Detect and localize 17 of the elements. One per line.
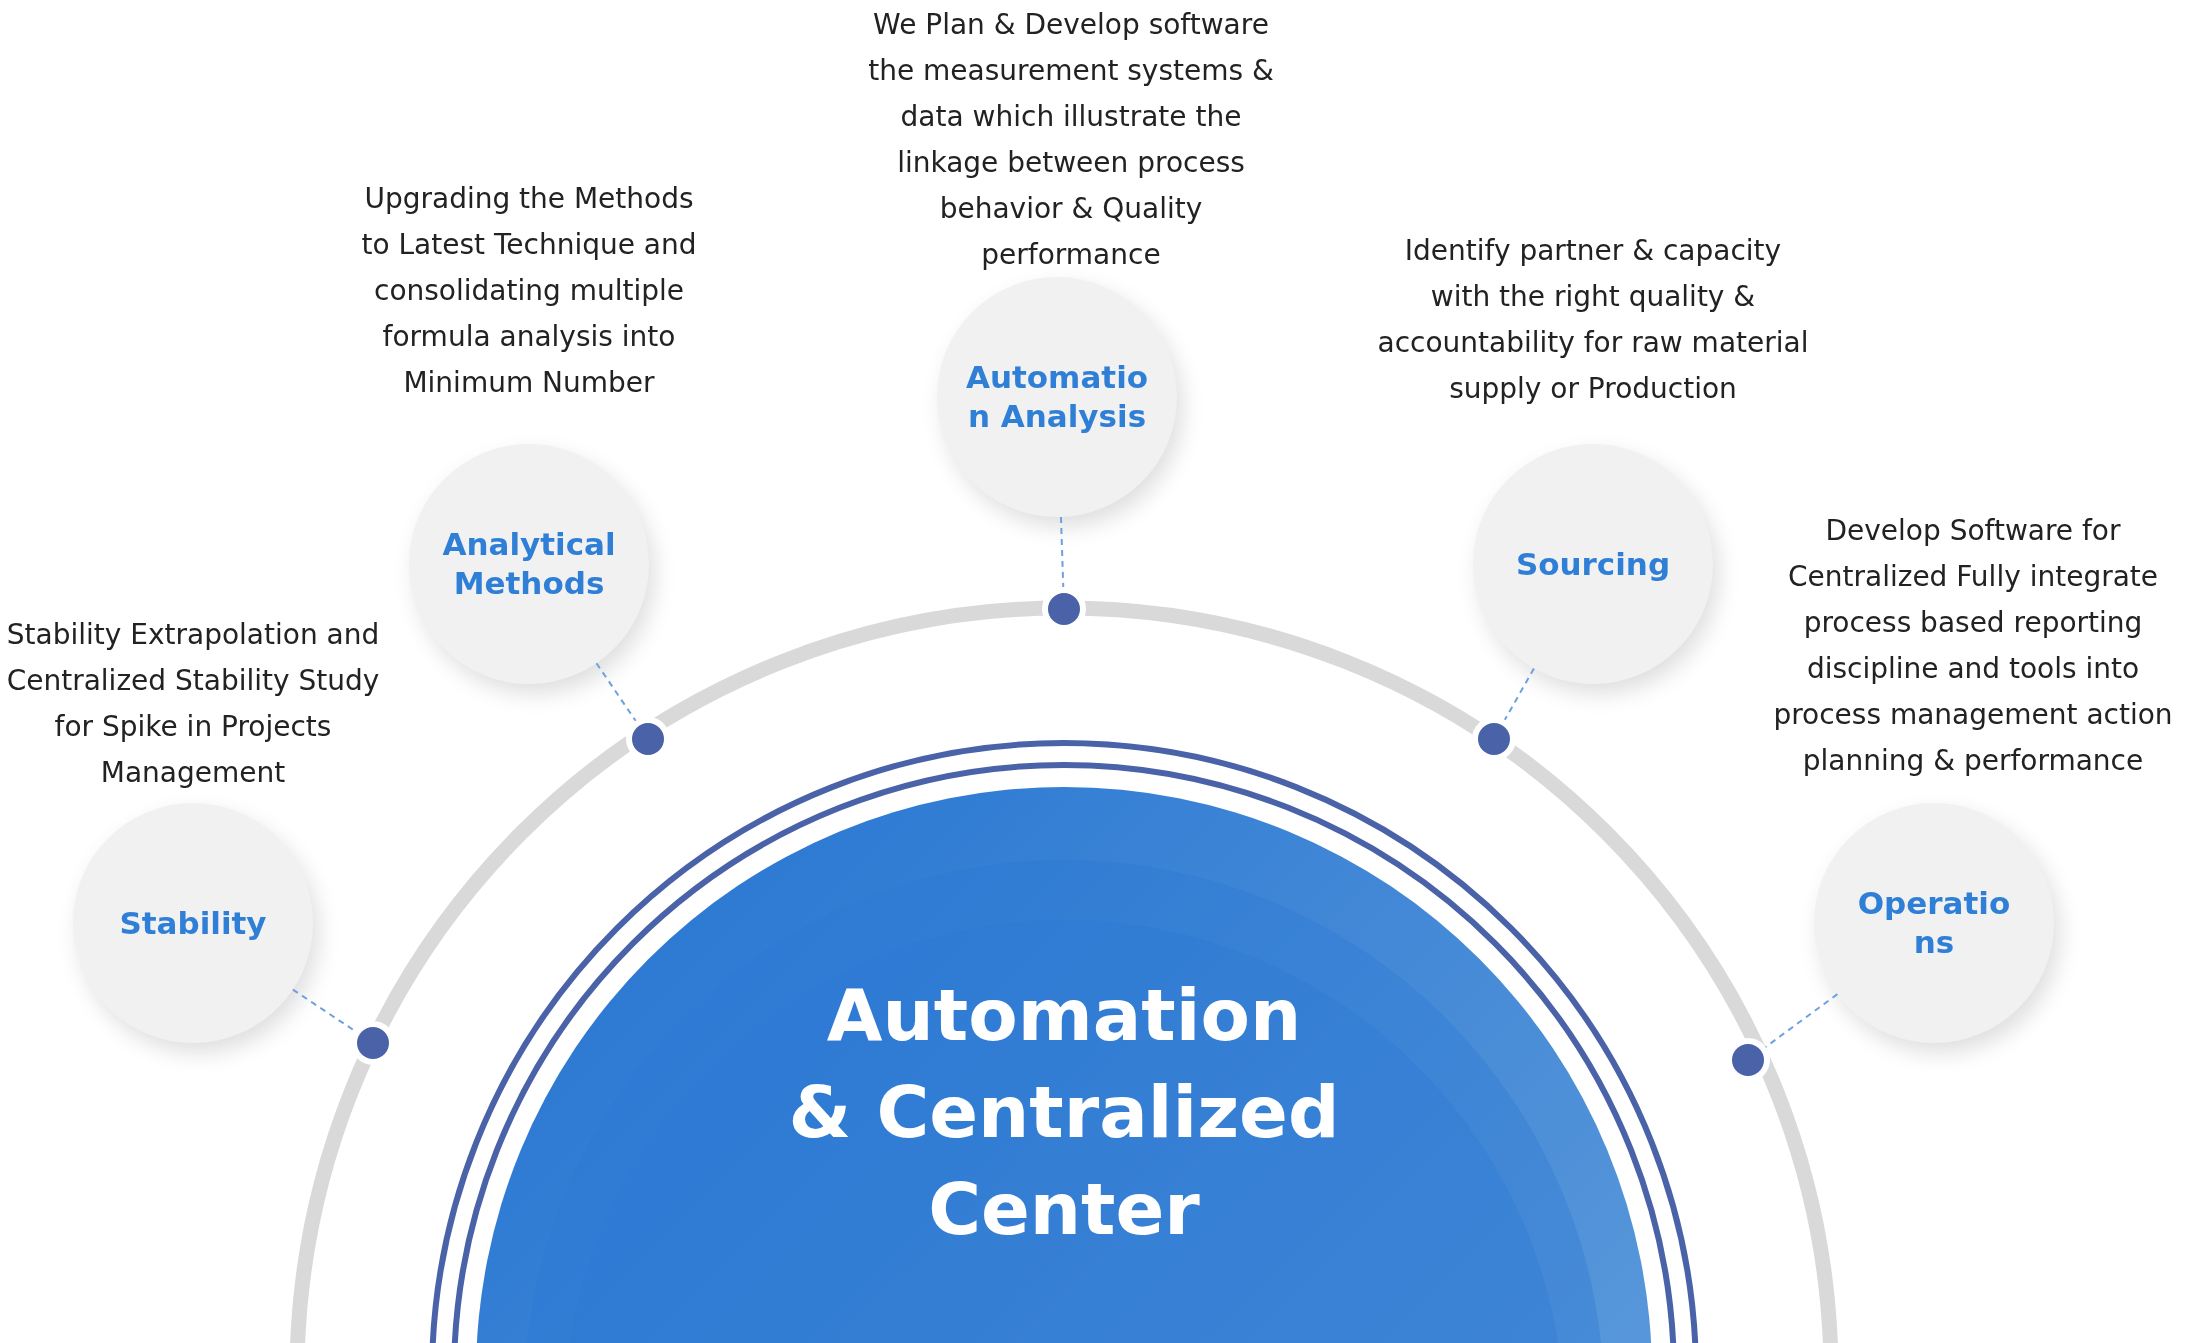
center-semicircle <box>428 739 1700 1343</box>
center-title: Automation & Centralized Center <box>787 972 1341 1253</box>
leader-line <box>1764 993 1839 1048</box>
leader-line <box>1503 667 1535 721</box>
description-text: We Plan & Develop software the measurement systems & data which illustrate the linkage between process behavior & Quality performance <box>867 7 1275 273</box>
description-text: Develop Software for Centralized Fully integrate process based reporting discipline and tools into process management action planning & performance <box>1773 513 2173 779</box>
topic-label: Analytical Methods <box>441 525 617 603</box>
leader-line <box>291 988 356 1032</box>
topic-label: Operations <box>1856 884 2012 962</box>
topic-label: Sourcing <box>1514 544 1672 584</box>
description-text: Identify partner & capacity with the right quality & accountability for raw material supply or Production <box>1376 233 1810 407</box>
topic-label: Stability <box>118 903 268 943</box>
topic-label: Automation Analysis <box>964 358 1150 436</box>
description-text: Stability Extrapolation and Centralized Stability Study for Spike in Projects Management <box>5 617 381 791</box>
leader-line <box>1059 515 1065 588</box>
leader-line <box>595 662 637 722</box>
description-text: Upgrading the Methods to Latest Technique and consolidating multiple formula analysis into Minimum Number <box>360 181 698 401</box>
